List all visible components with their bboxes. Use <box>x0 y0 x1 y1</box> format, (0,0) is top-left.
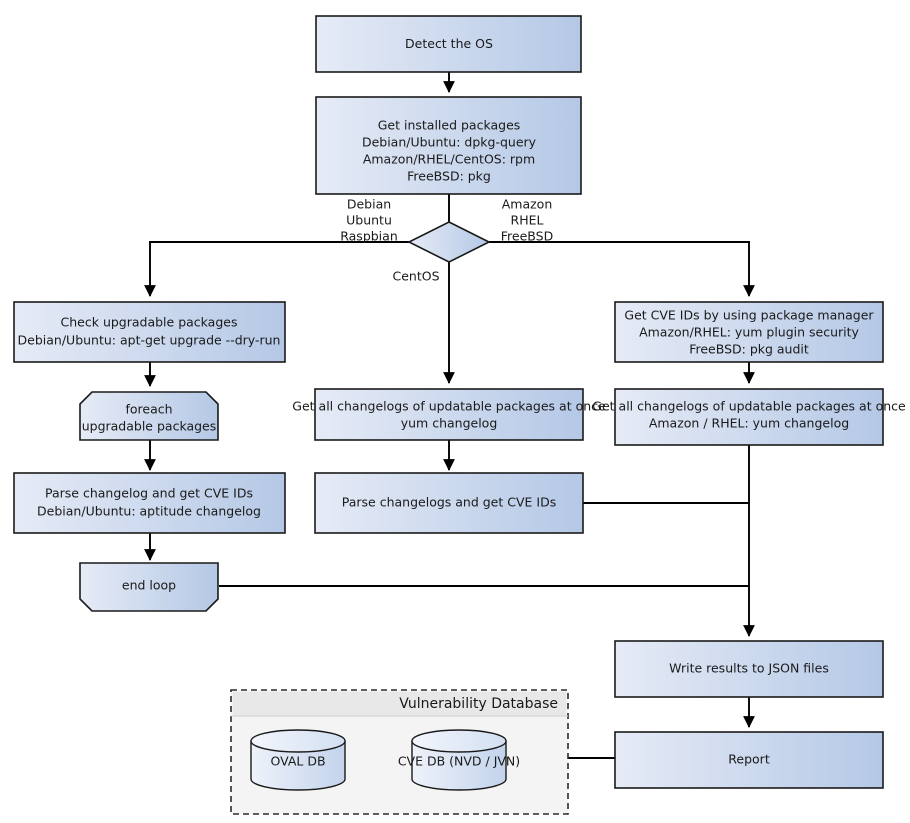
node-foreach-loop-start[interactable]: foreach upgradable packages <box>79 391 219 441</box>
node-get-changelogs-centos-line-0: Get all changelogs of updatable packages… <box>292 399 606 414</box>
node-parse-changelog-deb-line-0: Parse changelog and get CVE IDs <box>45 486 253 501</box>
db-oval[interactable]: OVAL DB <box>250 729 346 791</box>
edge-label-right-0: Amazon <box>502 197 553 212</box>
edge-label-right-2: FreeBSD <box>501 229 553 244</box>
node-end-loop[interactable]: end loop <box>79 562 219 612</box>
node-get-cve-pkgmgr-line-1: Amazon/RHEL: yum plugin security <box>639 325 859 340</box>
node-detect-os-line-0: Detect the OS <box>405 36 493 51</box>
node-get-changelogs-centos-line-1: yum changelog <box>401 416 498 431</box>
node-get-cve-pkgmgr-line-2: FreeBSD: pkg audit <box>689 342 809 357</box>
group-vulnerability-database: Vulnerability Database OVAL DB CVE DB (N… <box>230 689 569 815</box>
node-parse-changelog-debian[interactable]: Parse changelog and get CVE IDs Debian/U… <box>13 472 286 534</box>
node-parse-changelogs-centos[interactable]: Parse changelogs and get CVE IDs <box>314 472 584 534</box>
group-vulnerability-database-title: Vulnerability Database <box>399 696 558 712</box>
node-foreach-line-0: foreach <box>125 402 172 417</box>
edge-label-left-1: Ubuntu <box>346 213 392 228</box>
node-check-upgradable-packages[interactable]: Check upgradable packages Debian/Ubuntu:… <box>13 301 286 363</box>
edge-decision-left <box>144 241 409 297</box>
node-parse-changelogs-centos-label: Parse changelogs and get CVE IDs <box>342 495 556 510</box>
db-cve-label: CVE DB (NVD / JVN) <box>398 754 520 769</box>
edge-label-left-branch: Debian Ubuntu Raspbian <box>340 197 398 244</box>
edge-label-down-0: CentOS <box>392 269 439 284</box>
edge-decision-right <box>489 241 755 297</box>
node-get-installed-line-3: FreeBSD: pkg <box>407 169 491 184</box>
node-write-json-files[interactable]: Write results to JSON files <box>614 640 884 698</box>
connector-layer <box>144 72 755 759</box>
node-get-installed-packages[interactable]: Get installed packages Debian/Ubuntu: dp… <box>315 96 582 195</box>
node-end-loop-label: end loop <box>122 578 176 593</box>
node-get-cve-package-manager[interactable]: Get CVE IDs by using package manager Ama… <box>614 301 884 363</box>
node-os-decision[interactable] <box>407 221 491 263</box>
node-detect-os[interactable]: Detect the OS <box>315 15 582 73</box>
node-check-upgradable-line-1: Debian/Ubuntu: apt-get upgrade --dry-run <box>18 333 281 348</box>
node-get-changelogs-rhel-line-1: Amazon / RHEL: yum changelog <box>649 416 849 431</box>
edge-label-right-branch: Amazon RHEL FreeBSD <box>501 197 553 244</box>
node-foreach-line-1: upgradable packages <box>82 419 217 434</box>
node-get-changelogs-centos[interactable]: Get all changelogs of updatable packages… <box>292 388 606 441</box>
edge-label-left-0: Debian <box>347 197 391 212</box>
node-check-upgradable-line-0: Check upgradable packages <box>61 315 238 330</box>
node-get-installed-line-1: Debian/Ubuntu: dpkg-query <box>362 135 537 150</box>
node-get-installed-line-0: Get installed packages <box>378 118 521 133</box>
node-get-installed-line-2: Amazon/RHEL/CentOS: rpm <box>363 152 535 167</box>
node-get-cve-pkgmgr-line-0: Get CVE IDs by using package manager <box>624 308 874 323</box>
node-report-label: Report <box>728 752 770 767</box>
edge-label-right-1: RHEL <box>511 213 544 228</box>
node-get-changelogs-rhel[interactable]: Get all changelogs of updatable packages… <box>592 388 906 446</box>
node-get-changelogs-rhel-line-0: Get all changelogs of updatable packages… <box>592 399 906 414</box>
edge-label-down-branch: CentOS <box>392 269 439 284</box>
node-report[interactable]: Report <box>614 731 884 789</box>
node-parse-changelog-deb-line-1: Debian/Ubuntu: aptitude changelog <box>37 504 261 519</box>
db-cve[interactable]: CVE DB (NVD / JVN) <box>398 729 520 791</box>
db-oval-label: OVAL DB <box>270 754 325 769</box>
edge-label-left-2: Raspbian <box>340 229 398 244</box>
node-write-json-label: Write results to JSON files <box>669 661 829 676</box>
